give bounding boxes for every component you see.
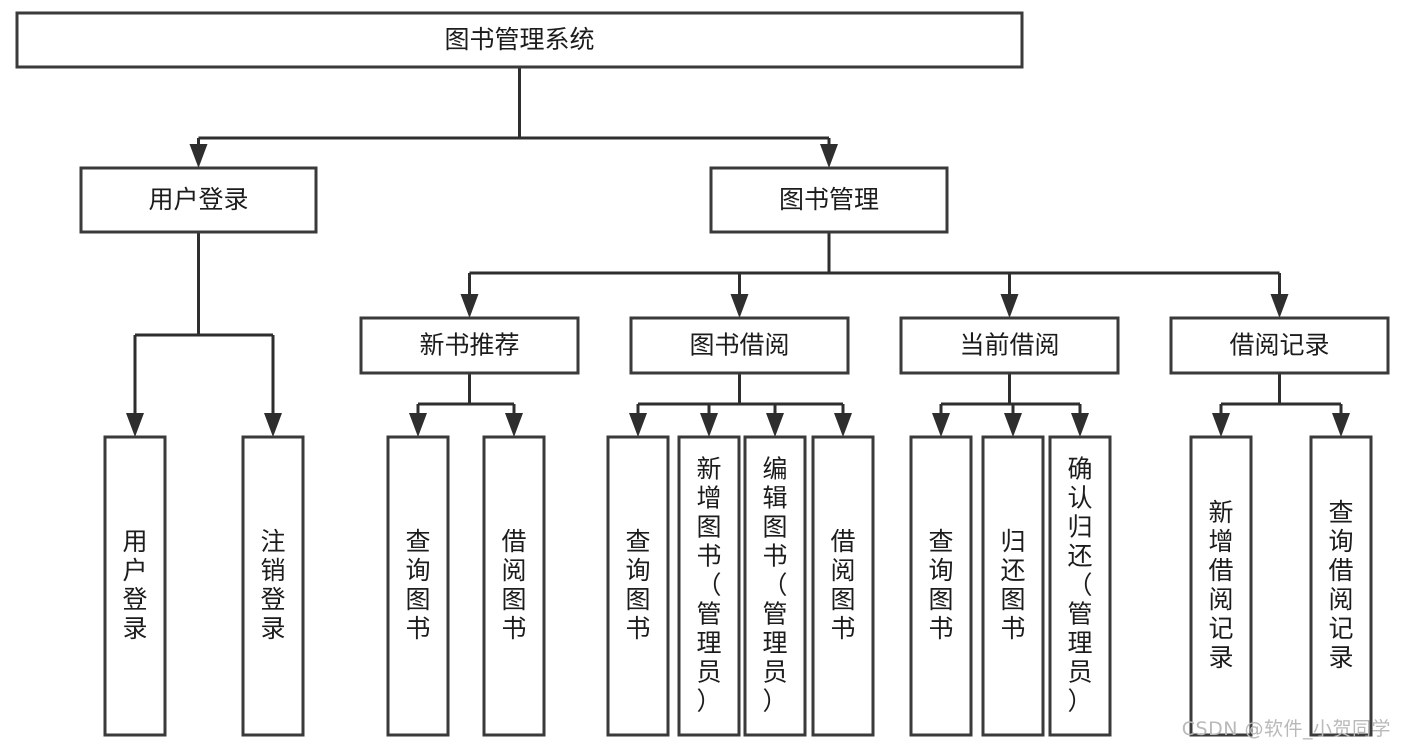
- leaf-borrow-book-2-label: 借阅图书: [830, 527, 855, 643]
- node-new-book-recommend-label: 新书推荐: [419, 331, 519, 360]
- node-book-manage[interactable]: 图书管理: [709, 166, 949, 234]
- node-current-borrow[interactable]: 当前借阅: [899, 316, 1120, 375]
- leaf-query-book-2[interactable]: 查询图书: [606, 435, 670, 737]
- leaf-add-book-admin-label: 新增图书（管理员）: [696, 455, 721, 716]
- leaf-logout-label: 注销登录: [260, 527, 285, 643]
- leaf-edit-book-admin-label: 编辑图书（管理员）: [762, 455, 787, 716]
- leaf-user-login[interactable]: 用户登录: [103, 435, 167, 737]
- node-user-login-label: 用户登录: [148, 185, 248, 214]
- node-book-manage-label: 图书管理: [779, 185, 879, 214]
- node-borrow-record-label: 借阅记录: [1229, 331, 1329, 360]
- leaf-borrow-book-1[interactable]: 借阅图书: [482, 435, 546, 737]
- node-new-book-recommend[interactable]: 新书推荐: [359, 316, 580, 375]
- node-current-borrow-label: 当前借阅: [959, 331, 1059, 360]
- root-label: 图书管理系统: [444, 25, 594, 54]
- leaf-borrow-book-1-label: 借阅图书: [501, 527, 526, 643]
- node-borrow-record[interactable]: 借阅记录: [1169, 316, 1390, 375]
- leaf-add-borrow-record[interactable]: 新增借阅记录: [1189, 435, 1253, 737]
- leaf-query-book-1-label: 查询图书: [405, 527, 430, 643]
- leaf-query-book-3[interactable]: 查询图书: [909, 435, 973, 737]
- leaf-confirm-return-admin-label: 确认归还（管理员）: [1067, 455, 1092, 716]
- leaf-logout[interactable]: 注销登录: [241, 435, 305, 737]
- leaf-query-book-1[interactable]: 查询图书: [386, 435, 450, 737]
- node-user-login[interactable]: 用户登录: [79, 166, 318, 234]
- leaf-add-borrow-record-label: 新增借阅记录: [1208, 498, 1233, 672]
- connector-layer: [126, 67, 1350, 437]
- node-root[interactable]: 图书管理系统: [15, 11, 1024, 69]
- leaf-add-book-admin[interactable]: 新增图书（管理员）: [677, 435, 741, 737]
- leaf-query-borrow-record[interactable]: 查询借阅记录: [1309, 435, 1373, 737]
- leaf-edit-book-admin[interactable]: 编辑图书（管理员）: [743, 435, 807, 737]
- leaf-user-login-label: 用户登录: [122, 527, 147, 643]
- leaf-return-book-label: 归还图书: [1000, 527, 1025, 643]
- node-layer: 图书管理系统用户登录图书管理新书推荐图书借阅当前借阅借阅记录用户登录注销登录查询…: [15, 11, 1390, 737]
- node-book-borrow[interactable]: 图书借阅: [629, 316, 850, 375]
- node-book-borrow-label: 图书借阅: [689, 331, 789, 360]
- leaf-confirm-return-admin[interactable]: 确认归还（管理员）: [1048, 435, 1112, 737]
- leaf-query-borrow-record-label: 查询借阅记录: [1328, 498, 1353, 672]
- leaf-return-book[interactable]: 归还图书: [981, 435, 1045, 737]
- leaf-query-book-3-label: 查询图书: [928, 527, 953, 643]
- leaf-query-book-2-label: 查询图书: [625, 527, 650, 643]
- leaf-borrow-book-2[interactable]: 借阅图书: [811, 435, 875, 737]
